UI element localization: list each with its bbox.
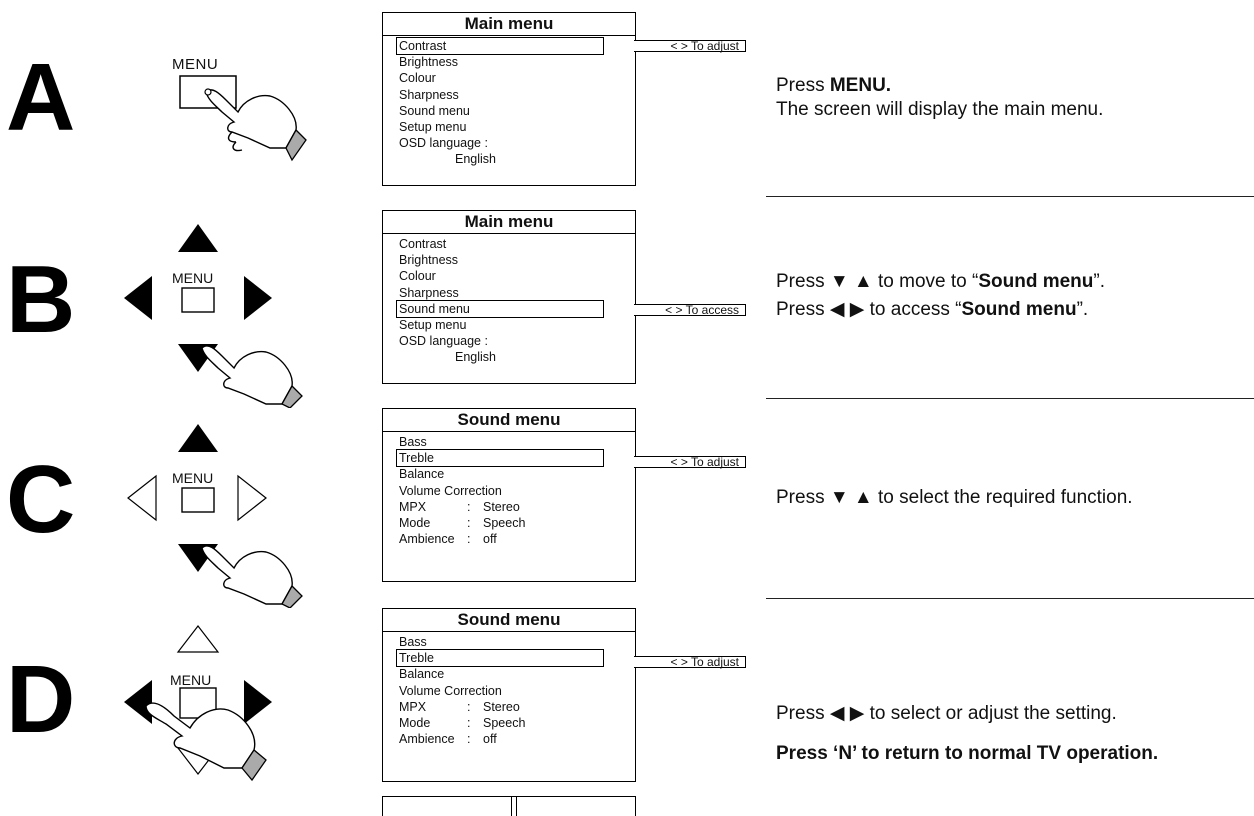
osd-title: Main menu [383,211,635,234]
osd-setting-ambience: Ambience:off [399,532,497,547]
osd-item-treble: Treble [396,449,604,468]
osd-item-sharpness: Sharpness [399,87,459,102]
osd-item-setup-menu: Setup menu [399,317,467,332]
osd-item-osd-language: OSD language : [399,136,488,151]
osd-title: Main menu [383,13,635,36]
step-b: B MENU Main menu Contrast Brightness Col… [0,198,1254,408]
osd-hint: < > To adjust [634,456,746,468]
pointing-hand-icon [205,89,297,152]
cuff-icon [281,584,303,608]
osd-item-setup-menu: Setup menu [399,119,467,134]
instruction-b: Press ▼ ▲ to move to “Sound menu”. Press… [776,271,1106,320]
osd-item-sound-menu: Sound menu [396,299,604,318]
next-osd-box-partial [382,796,636,816]
menu-key [181,487,215,513]
cuff-icon [281,384,303,408]
cuff-icon [285,128,307,162]
osd-item-sound-menu: Sound menu [399,103,470,118]
left-arrow-icon [124,276,152,320]
divider [766,196,1254,197]
divider [766,598,1254,599]
osd-sound-menu: Sound menu Bass Treble Balance Volume Co… [382,408,636,582]
osd-item-brightness: Brightness [399,55,459,70]
osd-hint: < > To adjust [634,40,746,52]
osd-setting-mpx: MPX:Stereo [399,499,520,514]
osd-setting-ambience: Ambience:off [399,732,497,747]
osd-main-menu: Main menu Contrast Brightness Colour Sha… [382,12,636,186]
osd-item-brightness: Brightness [399,253,459,268]
right-arrow-icon [244,680,272,724]
instruction-c: Press ▼ ▲ to select the required functio… [776,487,1133,508]
osd-item-treble: Treble [396,649,604,668]
osd-item-colour: Colour [399,269,436,284]
pointing-hand-icon [201,345,293,405]
osd-item-colour: Colour [399,71,436,86]
up-arrow-icon [178,224,218,252]
osd-hint: < > To adjust [634,656,746,668]
osd-item-language-value: English [455,350,496,365]
left-arrow-icon [124,680,152,724]
step-letter: B [6,246,76,353]
step-letter: D [6,646,76,753]
osd-main-menu: Main menu Contrast Brightness Colour Sha… [382,210,636,384]
osd-item-contrast: Contrast [396,36,604,56]
instruction-d: Press ◀ ▶ to select or adjust the settin… [776,703,1159,764]
osd-setting-mode: Mode:Speech [399,515,526,530]
osd-item-balance: Balance [399,467,445,482]
step-letter: C [6,446,76,553]
cuff-icon [241,749,267,782]
step-letter: A [6,44,76,151]
osd-item-language-value: English [455,152,496,167]
pointing-hand-icon [201,545,293,605]
menu-key-label: MENU [172,470,214,486]
instruction-a: Press MENU. The screen will display the … [776,75,1104,120]
osd-title: Sound menu [383,609,635,632]
menu-key-label: MENU [172,56,219,73]
remote-arrows-illustration [124,224,303,408]
osd-item-bass: Bass [399,635,427,649]
step-a: A MENU Main menu Contrast Brightness Col… [0,0,1254,200]
osd-setting-mode: Mode:Speech [399,715,526,730]
osd-hint: < > To access [634,304,746,316]
menu-key [181,287,215,313]
osd-setting-mpx: MPX:Stereo [399,699,520,714]
up-arrow-icon [178,424,218,452]
osd-sound-menu: Sound menu Bass Treble Balance Volume Co… [382,608,636,782]
divider [511,796,517,816]
osd-title: Sound menu [383,409,635,432]
menu-key-label: MENU [172,270,214,286]
divider [766,398,1254,399]
osd-item-volume-correction: Volume Correction [399,683,502,698]
remote-menu-press-illustration [179,75,307,162]
left-arrow-outline-icon [127,474,157,522]
pointing-hand-icon [145,702,256,769]
right-arrow-icon [244,276,272,320]
osd-item-volume-correction: Volume Correction [399,483,502,498]
remote-up-down-illustration [127,424,303,608]
step-d: D MENU Sound menu Bass Treble Balance Vo… [0,598,1254,798]
step-c: C MENU Sound menu Bass Treble Balance Vo… [0,398,1254,608]
remote-left-right-illustration [124,625,272,782]
osd-item-bass: Bass [399,435,427,449]
right-arrow-outline-icon [237,474,267,522]
up-arrow-outline-icon [176,625,220,653]
osd-item-sharpness: Sharpness [399,285,459,300]
menu-key-label: MENU [170,672,212,688]
osd-item-osd-language: OSD language : [399,334,488,349]
osd-item-contrast: Contrast [399,237,447,251]
osd-item-balance: Balance [399,667,445,682]
